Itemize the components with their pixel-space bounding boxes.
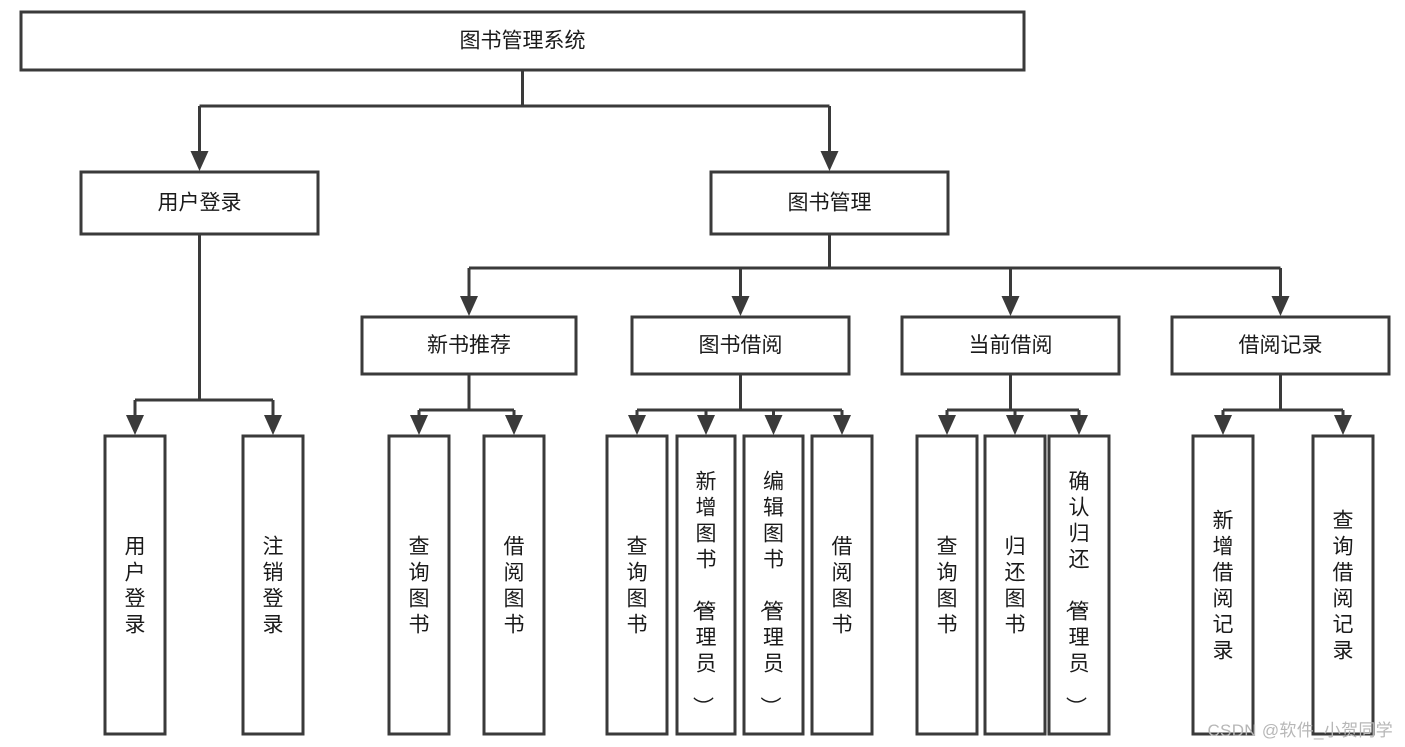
node-box: [1170, 315, 1391, 376]
node-leaf-borrow-book-2[interactable]: 借阅图书: [810, 434, 874, 736]
node-box: [1311, 434, 1375, 736]
arrow-head-icon: [126, 415, 144, 435]
node-box: [19, 10, 1026, 72]
node-leaf-confirm-return[interactable]: 确认归还（管理员）: [1047, 434, 1111, 736]
node-label: 注销登录: [263, 535, 284, 636]
arrow-head-icon: [1006, 415, 1024, 435]
node-box: [709, 170, 950, 236]
connector-layer: [126, 70, 1352, 435]
node-label: 用户登录: [158, 192, 242, 215]
node-leaf-query-record[interactable]: 查询借阅记录: [1311, 434, 1375, 736]
node-box: [675, 434, 737, 736]
node-box: [103, 434, 167, 736]
node-label: 用户登录: [125, 535, 146, 636]
node-box: [79, 170, 320, 236]
node-label: 归还图书: [1005, 535, 1026, 636]
node-leaf-add-record[interactable]: 新增借阅记录: [1191, 434, 1255, 736]
arrow-head-icon: [697, 415, 715, 435]
arrow-head-icon: [460, 296, 478, 316]
node-box: [605, 434, 669, 736]
node-label: 借阅图书: [504, 535, 525, 636]
node-user-login[interactable]: 用户登录: [79, 170, 320, 236]
arrow-head-icon: [1001, 296, 1020, 316]
node-label: 借阅图书: [832, 535, 853, 636]
arrow-head-icon: [833, 415, 851, 435]
node-borrow-record[interactable]: 借阅记录: [1170, 315, 1391, 376]
arrow-head-icon: [1334, 415, 1352, 435]
node-leaf-edit-book[interactable]: 编辑图书（管理员）: [742, 434, 805, 736]
node-label: 图书管理系统: [460, 30, 586, 53]
node-label: 编辑图书（管理员）: [758, 470, 784, 717]
node-label: 查询图书: [627, 535, 648, 636]
node-box: [742, 434, 805, 736]
node-leaf-add-book[interactable]: 新增图书（管理员）: [675, 434, 737, 736]
arrow-head-icon: [731, 296, 750, 316]
node-label: 查询图书: [937, 535, 958, 636]
arrow-head-icon: [264, 415, 282, 435]
arrow-head-icon: [190, 151, 209, 171]
node-leaf-query-book-3[interactable]: 查询图书: [915, 434, 979, 736]
node-box: [630, 315, 851, 376]
node-box: [241, 434, 305, 736]
arrow-head-icon: [764, 415, 783, 435]
node-book-manage[interactable]: 图书管理: [709, 170, 950, 236]
node-box: [387, 434, 451, 736]
arrow-head-icon: [938, 415, 956, 435]
node-box: [900, 315, 1121, 376]
node-leaf-user-login[interactable]: 用户登录: [103, 434, 167, 736]
node-leaf-user-logout[interactable]: 注销登录: [241, 434, 305, 736]
node-leaf-borrow-book-1[interactable]: 借阅图书: [482, 434, 546, 736]
node-box: [983, 434, 1047, 736]
node-label: 新增图书（管理员）: [691, 470, 717, 717]
node-book-borrow[interactable]: 图书借阅: [630, 315, 851, 376]
node-leaf-return-book[interactable]: 归还图书: [983, 434, 1047, 736]
arrow-head-icon: [410, 415, 428, 435]
node-box: [1047, 434, 1111, 736]
node-leaf-query-book-1[interactable]: 查询图书: [387, 434, 451, 736]
arrow-head-icon: [628, 415, 646, 435]
node-box: [360, 315, 578, 376]
node-new-book-rec[interactable]: 新书推荐: [360, 315, 578, 376]
node-label: 查询图书: [409, 535, 430, 636]
arrow-head-icon: [505, 415, 523, 435]
arrow-head-icon: [1214, 415, 1232, 435]
node-label: 新书推荐: [427, 334, 511, 357]
arrow-head-icon: [820, 151, 839, 171]
node-label: 查询借阅记录: [1333, 509, 1354, 662]
node-box: [482, 434, 546, 736]
node-box: [810, 434, 874, 736]
node-label: 图书借阅: [699, 334, 783, 357]
node-layer: 图书管理系统用户登录图书管理新书推荐图书借阅当前借阅借阅记录用户登录注销登录查询…: [19, 10, 1391, 736]
node-root[interactable]: 图书管理系统: [19, 10, 1026, 72]
node-label: 新增借阅记录: [1213, 509, 1234, 662]
node-current-borrow[interactable]: 当前借阅: [900, 315, 1121, 376]
watermark-label: CSDN @软件_小贺同学: [1207, 721, 1393, 740]
node-label: 借阅记录: [1239, 334, 1323, 357]
node-box: [915, 434, 979, 736]
node-label: 确认归还（管理员）: [1064, 470, 1090, 717]
node-label: 当前借阅: [969, 334, 1053, 357]
node-label: 图书管理: [788, 192, 872, 215]
node-box: [1191, 434, 1255, 736]
arrow-head-icon: [1070, 415, 1088, 435]
node-leaf-query-book-2[interactable]: 查询图书: [605, 434, 669, 736]
arrow-head-icon: [1271, 296, 1290, 316]
